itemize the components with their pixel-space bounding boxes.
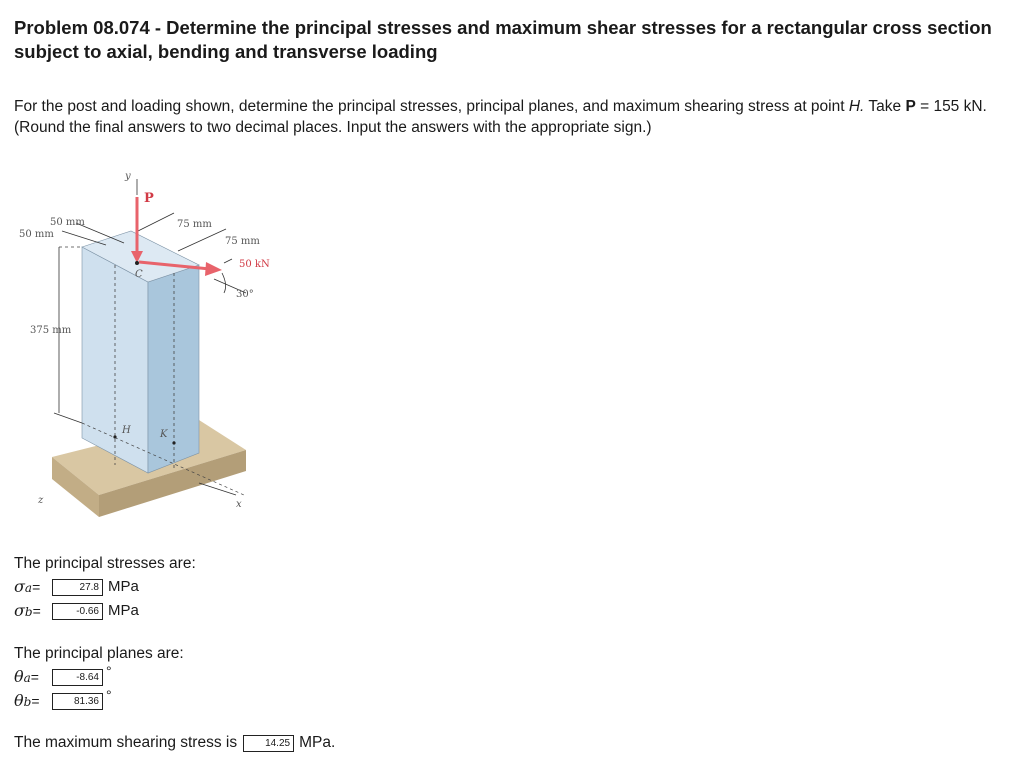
point-h [113,435,117,439]
max-shear-row: The maximum shearing stress is 14.25 MPa… [14,734,335,752]
label-y: y [124,171,131,182]
label-dim-75-right: 75 mm [225,236,260,247]
equals-sign: = [32,578,41,595]
label-dim-75-top: 75 mm [177,219,212,230]
max-shear-label: The maximum shearing stress is [14,734,238,751]
base-plate-edge [52,457,99,517]
dim-line [61,230,107,246]
dim-line [177,228,227,252]
prompt-text-1: For the post and loading shown, determin… [14,98,849,115]
subscript-a: a [24,580,33,595]
theta-b-input[interactable]: 81.36 [52,692,103,710]
max-shear-unit: MPa. [299,734,336,751]
sigma-a-unit: MPa [108,578,139,595]
post-top-face [81,230,200,283]
label-x: x [236,499,242,510]
label-p: P [144,191,154,206]
sigma-symbol: σ [14,600,25,620]
equals-sign: = [31,692,40,709]
equals-sign: = [32,602,41,619]
problem-statement: For the post and loading shown, determin… [14,96,1014,138]
sigma-a-input[interactable]: 27.8 [52,578,103,596]
theta-a-unit: ° [106,663,112,679]
dim-line [53,412,83,424]
point-label: H. [848,98,865,115]
label-z: z [37,495,44,506]
label-dim-50-left: 50 mm [19,229,54,240]
point-k [172,441,176,445]
sigma-b-input[interactable]: -0.66 [52,602,103,620]
base-plate-edge-right [99,450,246,517]
label-force: 50 kN [239,259,270,270]
subscript-b: b [24,604,33,619]
prompt-text-3: = 155 kN. (Round the final answers to tw… [14,98,987,136]
angle-arc [221,272,226,294]
label-c: C [135,269,143,280]
sigma-symbol: σ [14,576,25,596]
problem-title: Problem 08.074 - Determine the principal… [14,17,992,62]
max-shear-input[interactable]: 14.25 [243,734,295,752]
load-symbol: P [905,98,916,115]
subscript-b: b [23,694,32,709]
theta-a-input[interactable]: -8.64 [52,668,103,686]
equals-sign: = [30,668,39,685]
theta-symbol: θ [14,666,24,686]
principal-planes-heading: The principal planes are: [14,645,184,662]
label-k: K [159,429,168,440]
theta-b-unit: ° [106,687,112,703]
load-p-arrowhead [131,251,143,263]
dim-line [213,278,247,294]
dim-line [75,222,125,244]
subscript-a: a [23,670,31,685]
post-figure: y P 50 mm 50 mm 75 mm 75 mm 50 kN 30° 37… [19,171,270,517]
label-height: 375 mm [30,325,72,336]
force-50kn-arrow [138,260,211,271]
label-dim-50-top: 50 mm [50,217,85,228]
label-h: H [121,425,131,436]
force-50kn-arrowhead [205,262,222,276]
dim-line [137,212,175,232]
theta-symbol: θ [14,690,24,710]
label-angle: 30° [236,289,254,300]
principal-stresses-heading: The principal stresses are: [14,555,196,572]
point-c [135,261,139,265]
sigma-b-unit: MPa [108,602,139,619]
dim-line [223,258,233,264]
prompt-text-2: Take [864,98,906,115]
x-axis [198,482,237,496]
